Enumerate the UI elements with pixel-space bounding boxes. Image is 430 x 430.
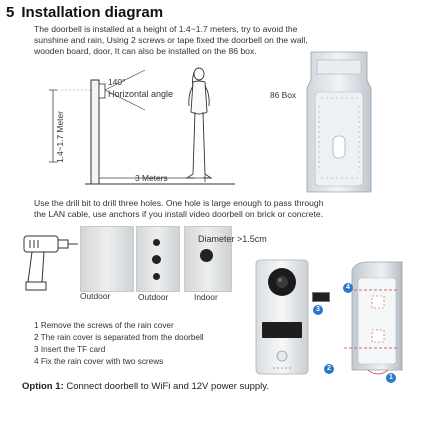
wall [90,79,100,185]
intro-line: The doorbell is installed at a height of… [34,24,298,34]
height-diagram [49,67,235,185]
hole-label: Outdoor [138,292,169,302]
rain-cover-side [344,261,403,375]
rain-cover-illustration [306,51,372,193]
distance-label: 3 Meters [135,173,168,183]
screw-hole [153,239,160,246]
intro-paragraph: The doorbell is installed at a height of… [34,24,424,57]
wall-panel-3 [184,226,232,292]
option-line: Option 1: Connect doorbell to WiFi and 1… [22,381,322,392]
step-badge: 2 [324,364,334,374]
step-item: 2 The rain cover is separated from the d… [34,333,204,342]
large-hole [200,249,213,262]
hole-label: Indoor [194,292,218,302]
angle-line-bottom [104,89,146,111]
drill-line: the LAN cable, use anchors if you instal… [34,209,324,219]
drill-line: Use the drill bit to drill three holes. … [34,198,324,208]
wall-panel-2 [136,226,180,292]
option-label: Option 1: [22,381,64,392]
option-text: Connect doorbell to WiFi and 12V power s… [63,381,269,392]
step-item: 4 Fix the rain cover with two screws [34,357,164,366]
doorbell-front [255,259,309,375]
step-item: 1 Remove the screws of the rain cover [34,321,174,330]
height-label: 1.4~1.7 Meter [55,111,65,163]
screw-hole [153,273,160,280]
step-badge: 4 [343,283,353,293]
step-badge: 3 [313,305,323,315]
intro-line: wooden board, door, It can also be insta… [34,46,257,56]
drill-paragraph: Use the drill bit to drill three holes. … [34,198,426,220]
drill-icon [23,235,78,291]
doorbell-side [98,83,106,99]
step-badge: 1 [386,373,396,383]
cable-hole [152,255,161,264]
section-title-text: Installation diagram [21,4,164,21]
section-title: 5 Installation diagram [6,4,163,21]
step-item: 3 Insert the TF card [34,345,106,354]
diameter-label: Diameter >1.5cm [198,234,267,244]
person-figure [185,67,213,179]
angle-line-top [104,69,146,91]
section-number: 5 [6,4,15,21]
steps-list: 1 Remove the screws of the rain cover 2 … [34,320,254,368]
hole-label: Outdoor [80,291,111,301]
angle-label: Horizontal angle [108,89,174,99]
angle-value: 140° [108,77,126,87]
wall-panel-1 [80,226,134,292]
tf-card-slot [312,292,330,302]
box-label: 86 Box [270,90,297,100]
intro-line: sunshine and rain, Using 2 screws or tap… [34,35,308,45]
